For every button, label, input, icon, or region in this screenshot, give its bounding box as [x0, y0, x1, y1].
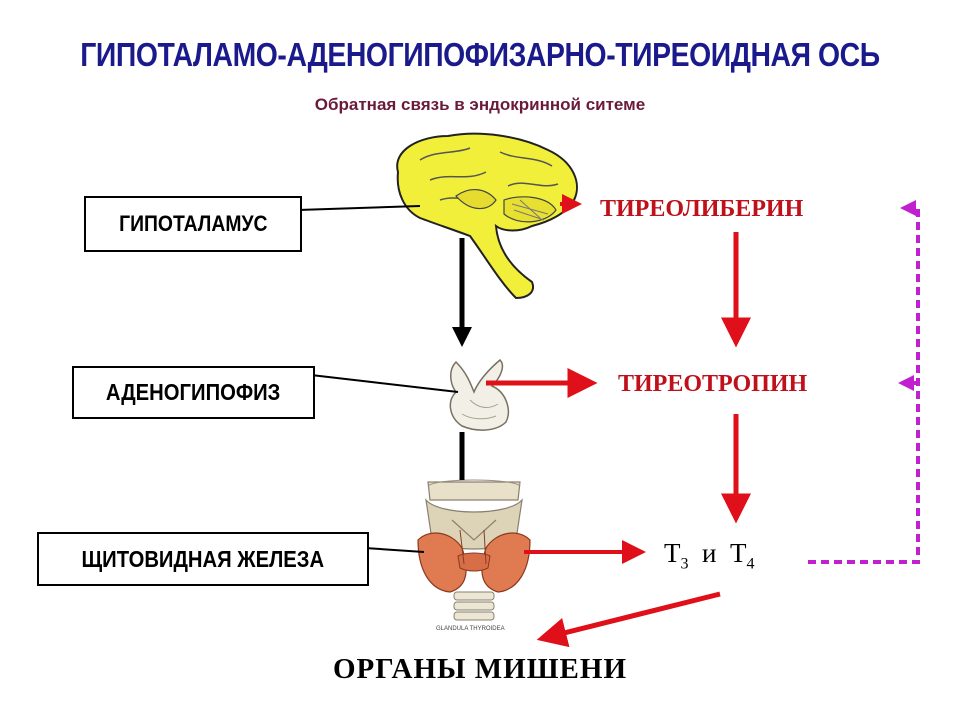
leader-adenohypophysis	[310, 374, 459, 393]
hypothalamus-text: ГИПОТАЛАМУС	[118, 211, 268, 236]
pituitary-illustration	[449, 358, 510, 431]
arrow-t3t4-to-target-organs	[536, 591, 721, 648]
brain-illustration	[396, 132, 578, 300]
page-title: ГИПОТАЛАМО-АДЕНОГИПОФИЗАРНО-ТИРЕОИДНАЯ О…	[80, 36, 880, 73]
leader-hypothalamus	[297, 205, 421, 211]
thyroid-illustration	[417, 479, 531, 621]
hypothalamus-label: ГИПОТАЛАМУС	[84, 196, 302, 252]
hormone-trh: ТИРЕОЛИБЕРИН	[600, 196, 804, 222]
and-word: и	[702, 538, 717, 568]
t3-letter: T	[664, 538, 681, 568]
t3-subscript: 3	[680, 555, 689, 573]
target-organs-label: ОРГАНЫ МИШЕНИ	[332, 653, 628, 685]
hormones-t3-t4: T3 и T4	[664, 538, 754, 573]
page-subtitle: Обратная связь в эндокринной ситеме	[314, 95, 646, 114]
t4-letter: T	[729, 538, 747, 568]
t4-subscript: 4	[746, 555, 755, 573]
thyroid-label: ЩИТОВИДНАЯ ЖЕЛЕЗА	[37, 532, 369, 586]
feedback-loop-to-trh	[808, 200, 920, 564]
leader-thyroid	[364, 547, 425, 553]
adenohypophysis-label: АДЕНОГИПОФИЗ	[72, 366, 315, 419]
image-caption: GLANDULA THYROIDEA	[436, 626, 505, 632]
hormone-tsh: ТИРЕОТРОПИН	[618, 371, 808, 397]
adenohypophysis-text: АДЕНОГИПОФИЗ	[106, 379, 281, 405]
thyroid-text: ЩИТОВИДНАЯ ЖЕЛЕЗА	[81, 545, 325, 572]
